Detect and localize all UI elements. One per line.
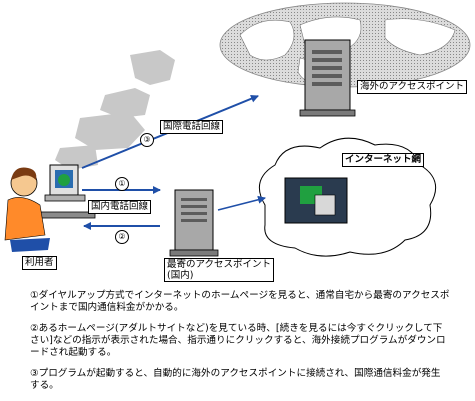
domestic-server-icon [169,189,219,257]
server-to-internet-arrow [217,195,266,211]
step-marker-3: ③ [140,133,154,147]
internet-computer-icon [284,177,348,224]
note-step-2: ②あるホームページ(アダルトサイトなど)を見ている時、[続きを見るには今すぐクリ… [30,323,446,358]
overseas-server-icon [299,39,356,117]
user-label: 利用者 [22,256,57,270]
step-marker-1: ① [115,177,129,191]
note-step-1: ①ダイヤルアップ方式でインターネットのホームページを見ると、通常自宅から最寄のア… [30,290,450,313]
notes-section: ①ダイヤルアップ方式でインターネットのホームページを見ると、通常自宅から最寄のア… [30,290,450,401]
domestic-line-label: 国内電話回線 [88,200,152,214]
user-illustration [4,164,96,252]
international-line-label: 国際電話回線 [160,120,224,134]
nearest-ap-label-main: 最寄のアクセスポイント [167,259,272,270]
overseas-ap-label: 海外のアクセスポイント [357,80,468,94]
note-step-3: ③プログラムが起動すると、自動的に海外のアクセスポイントに接続され、国際通信料金… [30,368,441,391]
japan-map-silhouette [55,50,175,170]
step-marker-2: ② [115,230,129,244]
nearest-ap-label: 最寄のアクセスポイント (国内) [164,258,275,282]
internet-label: インターネット網 [342,153,425,167]
nearest-ap-label-sub: (国内) [167,270,194,281]
